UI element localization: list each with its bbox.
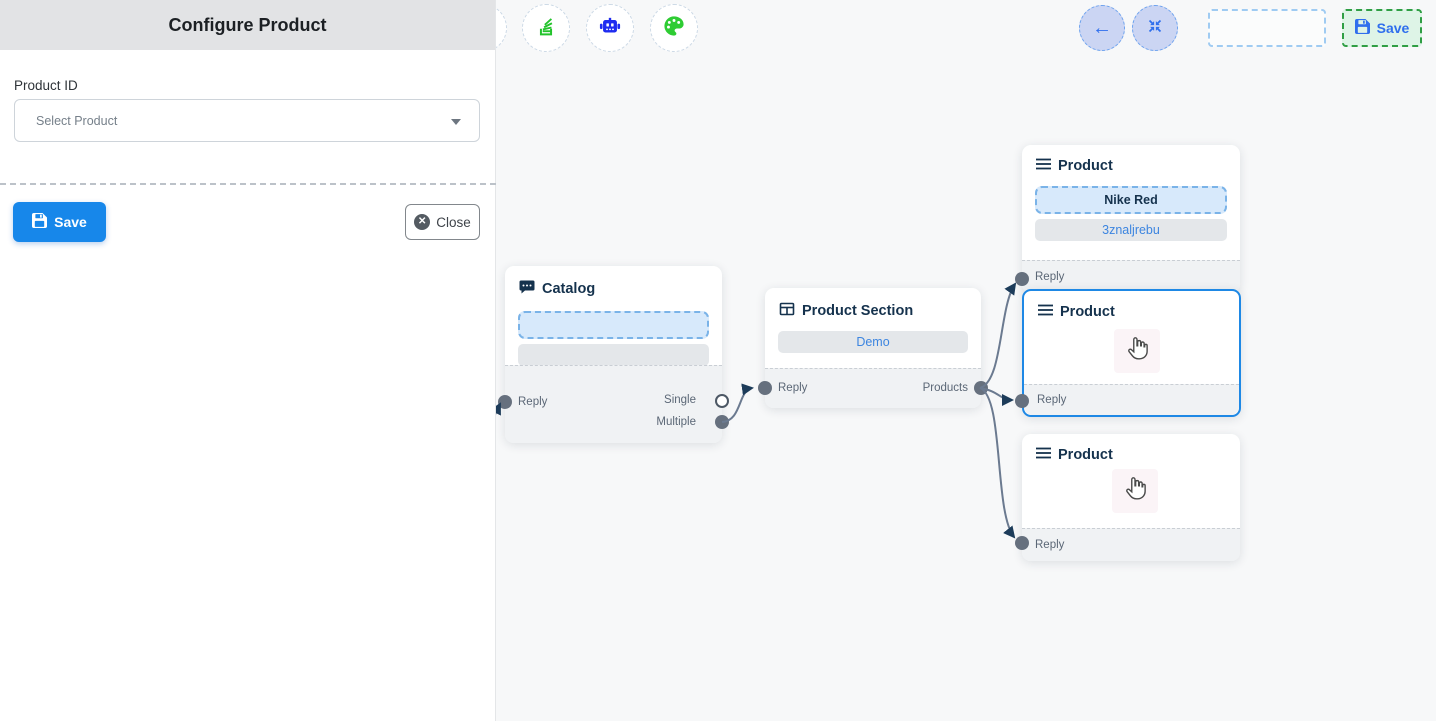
robot-icon [598,14,622,43]
back-button[interactable]: ← [1079,5,1125,51]
node-product3-header: Product [1022,434,1240,463]
panel-header: Configure Product [0,0,495,50]
port-product1-reply[interactable] [1015,272,1029,286]
node-section-title: Product Section [802,303,914,319]
menu-icon [1036,447,1051,463]
catalog-selection-chip[interactable] [518,311,709,339]
port-label-reply: Reply [1035,539,1065,551]
table-icon [779,301,795,321]
product1-option-selected[interactable]: Nike Red [1035,186,1227,214]
dashed-empty-button[interactable] [1208,9,1326,47]
mouse-cursor [1112,469,1158,513]
port-product3-reply[interactable] [1015,536,1029,550]
node-product1-footer: Reply [1022,260,1240,293]
node-product-2-selected[interactable]: Product Reply [1015,289,1241,417]
port-label-products: Products [922,382,968,394]
canvas-save-label: Save [1376,20,1410,36]
panel-save-button[interactable]: Save [13,202,106,242]
stack-icon [535,15,557,42]
node-catalog-title: Catalog [542,281,596,297]
close-icon: ✕ [414,214,431,230]
canvas-save-button[interactable]: Save [1342,9,1422,47]
port-catalog-multiple[interactable] [715,415,729,429]
toolbar-button-bot[interactable] [586,4,634,52]
port-section-reply[interactable] [758,381,772,395]
mouse-cursor [1114,329,1160,373]
panel-close-button[interactable]: ✕ Close [405,204,480,240]
port-label-reply: Reply [518,396,548,408]
edge-products-to-product1 [979,282,1017,389]
toolbar-button-theme[interactable] [650,4,698,52]
toolbar-button-stack[interactable] [522,4,570,52]
product-select[interactable]: Select Product [14,99,480,142]
product-select-value: Select Product [36,113,118,128]
edge-into-catalog [496,402,501,416]
compress-icon [1146,17,1164,40]
arrow-left-icon: ← [1092,16,1112,39]
node-product-section[interactable]: Product Section Demo Reply Products [758,288,988,408]
port-label-reply: Reply [1037,394,1067,406]
node-product3-title: Product [1058,447,1113,463]
node-product-3[interactable]: Product Reply [1015,434,1240,561]
port-catalog-reply[interactable] [498,395,512,409]
port-label-reply: Reply [1035,271,1065,283]
node-section-header: Product Section [765,288,981,321]
toolbar-button-partial[interactable] [496,4,507,52]
panel-divider [0,183,496,185]
product1-option-id[interactable]: 3znaljrebu [1035,219,1227,241]
panel-save-label: Save [54,214,87,230]
node-product2-title: Product [1060,304,1115,320]
node-catalog-header: Catalog [505,266,722,299]
port-catalog-single[interactable] [715,394,729,408]
panel-title: Configure Product [168,14,327,35]
flow-canvas[interactable]: ← Save [496,0,1436,721]
node-product2-header: Product [1024,291,1239,320]
edge-products-to-product3 [979,387,1016,539]
port-product2-reply[interactable] [1015,394,1029,408]
port-label-multiple: Multiple [656,416,696,428]
catalog-value-chip[interactable] [518,344,709,366]
node-catalog-footer: Reply Single Multiple [505,365,722,443]
section-demo-chip[interactable]: Demo [778,331,968,353]
menu-icon [1038,304,1053,320]
node-section-footer: Reply Products [765,368,981,408]
node-product1-title: Product [1058,158,1113,174]
node-product1-header: Product [1022,145,1240,174]
chevron-down-icon [451,119,461,125]
product-id-label: Product ID [14,78,78,93]
port-label-single: Single [664,394,696,406]
node-product-1[interactable]: Product Nike Red 3znaljrebu Reply [1015,145,1240,293]
palette-icon [662,14,686,43]
save-icon [1354,19,1370,37]
node-product2-footer: Reply [1024,384,1239,415]
panel-close-label: Close [436,214,471,230]
configure-product-panel: Configure Product Product ID Select Prod… [0,0,496,721]
fit-view-button[interactable] [1132,5,1178,51]
node-product3-footer: Reply [1022,528,1240,561]
menu-icon [1036,158,1051,174]
node-catalog[interactable]: Catalog Reply Single Multiple [498,266,729,443]
chat-bubble-icon [519,279,535,299]
port-label-reply: Reply [778,382,808,394]
save-icon [32,213,48,231]
port-section-products[interactable] [974,381,988,395]
